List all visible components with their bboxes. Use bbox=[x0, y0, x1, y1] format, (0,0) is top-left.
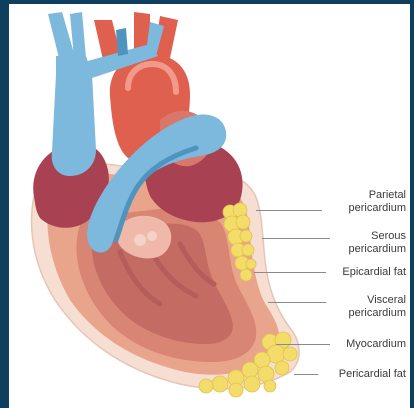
vein-top-small bbox=[116, 28, 128, 56]
valve-nodule-2 bbox=[147, 231, 157, 241]
label-epicardial-fat: Epicardial fat bbox=[342, 266, 406, 279]
leader-visceral bbox=[268, 302, 326, 303]
superior-vena-cava bbox=[52, 56, 96, 176]
label-visceral-pericardium: Visceral pericardium bbox=[349, 294, 406, 320]
label-myocardium-text: Myocardium bbox=[346, 338, 406, 351]
label-serous-line2: pericardium bbox=[349, 243, 406, 256]
leader-epicardial bbox=[254, 272, 326, 273]
label-visceral-line1: Visceral bbox=[349, 294, 406, 307]
leader-pericardial-fat bbox=[294, 374, 318, 375]
label-parietal-pericardium: Parietal pericardium bbox=[349, 189, 406, 215]
label-serous-pericardium: Serous pericardium bbox=[349, 230, 406, 256]
label-myocardium: Myocardium bbox=[346, 338, 406, 351]
leader-parietal bbox=[256, 210, 322, 211]
label-visceral-line2: pericardium bbox=[349, 307, 406, 320]
valve-nodule-1 bbox=[134, 234, 146, 246]
label-pericardial-fat: Pericardial fat bbox=[339, 368, 406, 381]
label-serous-line1: Serous bbox=[349, 230, 406, 243]
label-parietal-line2: pericardium bbox=[349, 202, 406, 215]
leader-serous bbox=[262, 238, 330, 239]
label-pericardial-fat-text: Pericardial fat bbox=[339, 368, 406, 381]
leader-myocardium bbox=[276, 344, 330, 345]
label-epicardial-fat-text: Epicardial fat bbox=[342, 266, 406, 279]
label-parietal-line1: Parietal bbox=[349, 189, 406, 202]
